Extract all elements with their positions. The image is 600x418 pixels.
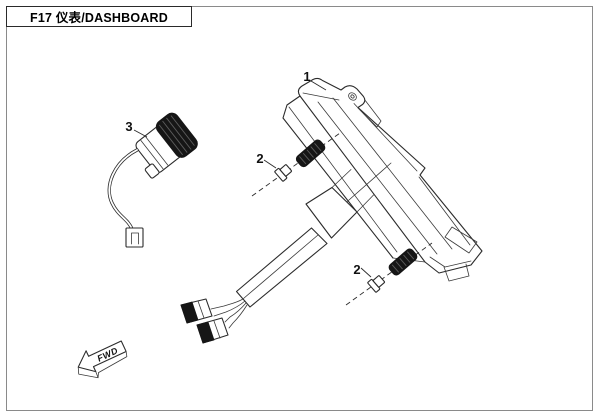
bolt-axis-lower xyxy=(345,242,433,306)
stalk-arm xyxy=(235,227,328,308)
callouts: 1 2 2 3 xyxy=(125,69,372,278)
title-box: F17 仪表/DASHBOARD xyxy=(6,6,192,27)
sensor-cable-connector-pin xyxy=(131,232,139,245)
fwd-arrow-base xyxy=(77,351,128,379)
callout-2-lower-leader xyxy=(360,267,372,278)
page-title: F17 仪表/DASHBOARD xyxy=(30,11,168,25)
sensor-cable-connector xyxy=(125,227,144,248)
housing-crease xyxy=(340,162,392,208)
dashboard-housing-outline xyxy=(297,77,483,274)
stalk-collar xyxy=(356,194,375,213)
bolt-axis-upper xyxy=(251,132,341,197)
harness-connector-a-ring xyxy=(197,300,205,319)
housing-crease xyxy=(418,176,471,246)
sensor-wire-boot xyxy=(144,163,160,179)
housing-crease xyxy=(353,103,418,172)
housing-end-block xyxy=(444,226,478,254)
callout-2-lower: 2 xyxy=(353,262,360,277)
callout-1: 1 xyxy=(303,69,310,84)
sensor-cap xyxy=(155,112,198,158)
sensor-ring xyxy=(140,140,164,170)
callout-2-upper: 2 xyxy=(256,151,263,166)
housing-end-foot xyxy=(443,263,470,282)
harness-connector-b-ring xyxy=(213,320,221,339)
mounting-bolt-lower xyxy=(388,248,418,276)
housing-side-wall xyxy=(288,106,398,253)
housing-crease xyxy=(332,97,453,250)
sensor-ring xyxy=(145,136,169,166)
flange-nut-upper xyxy=(274,164,292,182)
harness-wire xyxy=(210,298,244,310)
harness-wire xyxy=(228,304,248,329)
stalk-arm-crease xyxy=(243,234,319,299)
fwd-arrow-top-face xyxy=(77,340,127,373)
housing-crease xyxy=(317,101,438,255)
harness-wire xyxy=(224,302,247,323)
stalk-collar xyxy=(331,169,352,188)
sensor-cable-inner xyxy=(108,149,138,230)
callout-3-leader xyxy=(133,129,148,138)
flange-nut-lower xyxy=(367,275,385,293)
fwd-arrow: FWD xyxy=(77,340,128,379)
housing-end-cap xyxy=(429,256,472,268)
sensor-assembly xyxy=(107,112,198,248)
harness-connector-a-cap xyxy=(180,301,199,324)
harness-wire xyxy=(213,300,246,317)
housing-side-wall xyxy=(282,117,394,259)
callout-1-leader xyxy=(310,80,327,91)
tab-hole-inner xyxy=(350,94,355,99)
housing-side-wall xyxy=(282,95,301,119)
mounting-bolt-upper xyxy=(295,139,326,168)
harness-connector-b-cap xyxy=(196,321,215,344)
bolt-set-upper xyxy=(251,132,341,197)
wiring-harness xyxy=(180,298,248,344)
callout-2-upper-leader xyxy=(263,159,277,169)
fwd-label: FWD xyxy=(96,345,120,363)
tab-hole xyxy=(348,92,357,101)
bolt-set-lower xyxy=(345,242,433,306)
callout-3: 3 xyxy=(125,119,132,134)
housing-crease xyxy=(302,92,340,101)
mounting-stalk xyxy=(235,169,375,308)
dashboard-assembly xyxy=(180,77,483,344)
